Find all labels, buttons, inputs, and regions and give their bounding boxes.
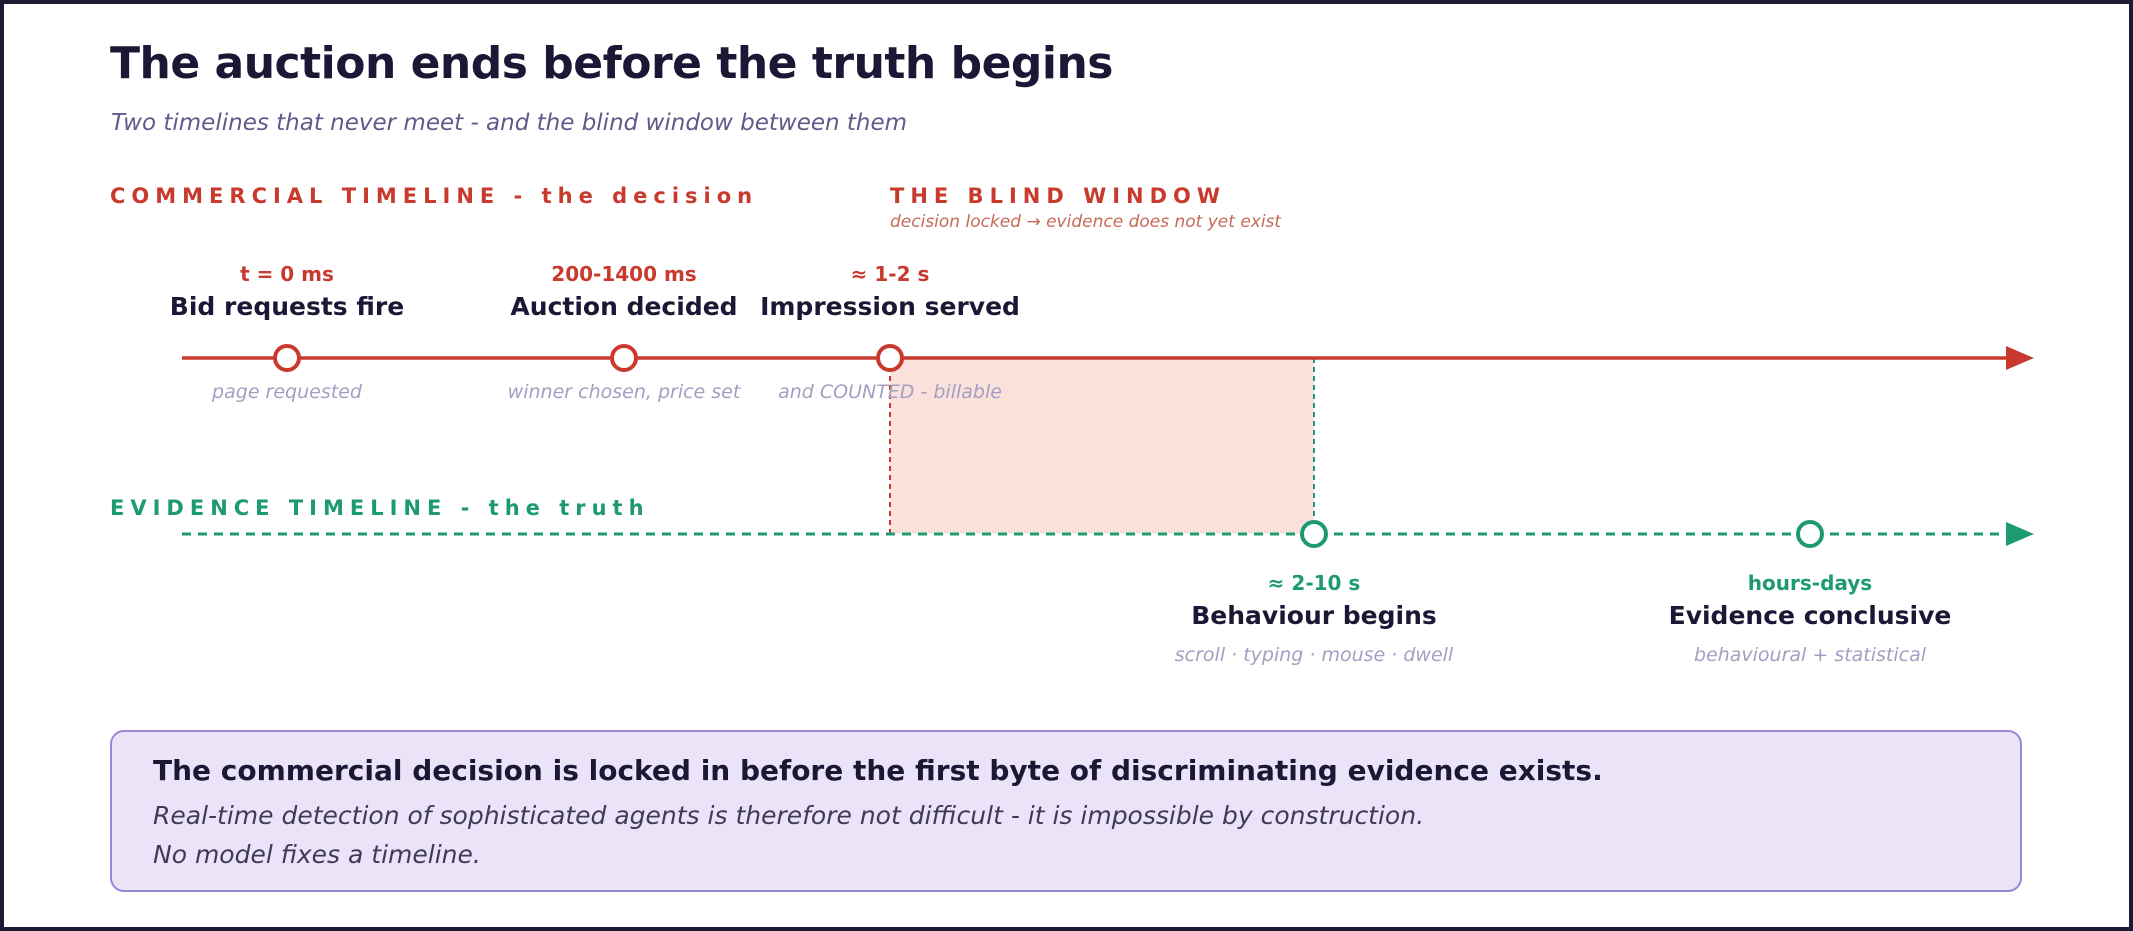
event-time: 200-1400 ms: [551, 262, 697, 286]
commercial-timeline-arrow: [2006, 346, 2034, 370]
callout-headline: The commercial decision is locked in bef…: [153, 754, 1603, 787]
event-note: page requested: [212, 381, 362, 403]
event-note: winner chosen, price set: [507, 381, 741, 403]
event-note: behavioural + statistical: [1693, 644, 1927, 666]
commercial-timeline-label: COMMERCIAL TIMELINE - the decision: [110, 184, 759, 208]
event-title: Evidence conclusive: [1668, 601, 1952, 630]
marker-evidence-conclusive: [1796, 520, 1824, 548]
event-title: Auction decided: [510, 292, 738, 321]
evidence-timeline-label: EVIDENCE TIMELINE - the truth: [110, 496, 650, 520]
conclusion-callout: The commercial decision is locked in bef…: [110, 730, 2022, 892]
blind-window-label: THE BLIND WINDOW: [890, 184, 1227, 208]
callout-line-1: Real-time detection of sophisticated age…: [153, 801, 1425, 830]
blind-window-area: [890, 358, 1314, 534]
page-subtitle: Two timelines that never meet - and the …: [111, 110, 908, 136]
event-title: Bid requests fire: [169, 292, 405, 321]
marker-bid-requests: [273, 344, 301, 372]
event-title: Impression served: [760, 292, 1020, 321]
event-time: t = 0 ms: [240, 262, 334, 286]
event-title: Behaviour begins: [1191, 601, 1437, 630]
callout-line-2: No model fixes a timeline.: [153, 840, 481, 869]
marker-behaviour-begins: [1300, 520, 1328, 548]
timeline-diagram: [182, 344, 2034, 548]
event-time: hours-days: [1747, 571, 1873, 595]
event-time: ≈ 1-2 s: [850, 262, 930, 286]
event-note: and COUNTED - billable: [778, 381, 1002, 403]
marker-impression-served: [876, 344, 904, 372]
blind-window-subtitle: decision locked → evidence does not yet …: [890, 212, 1282, 232]
evidence-timeline-arrow: [2006, 522, 2034, 546]
event-time: ≈ 2-10 s: [1267, 571, 1361, 595]
page-title: The auction ends before the truth begins: [110, 38, 1114, 89]
event-note: scroll · typing · mouse · dwell: [1174, 644, 1454, 666]
marker-auction-decided: [610, 344, 638, 372]
slide: The auction ends before the truth begins…: [4, 4, 2129, 927]
